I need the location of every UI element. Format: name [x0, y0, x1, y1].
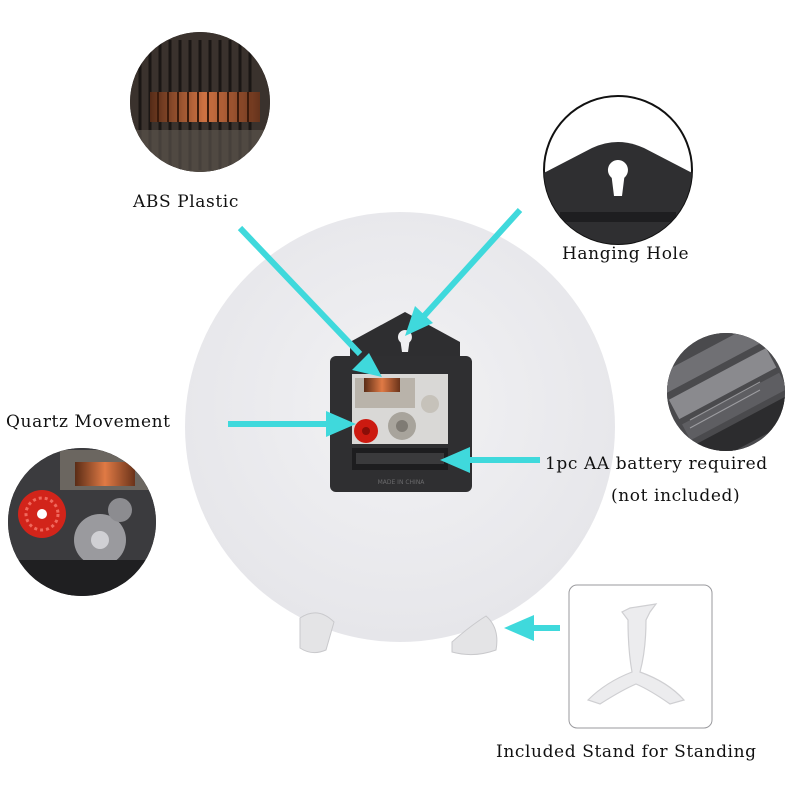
abs-plastic-photo [130, 32, 270, 172]
arrow-abs-plastic [237, 225, 382, 377]
movement-stamp: MADE IN CHINA [378, 479, 426, 486]
arrow-stand [504, 615, 560, 641]
abs-plastic-label: ABS Plastic [133, 192, 239, 212]
hanging-hole-icon [397, 330, 412, 352]
arrow-hanging-hole [405, 207, 523, 336]
battery-label: 1pc AA battery required [545, 454, 768, 474]
battery-compartment-photo [667, 333, 785, 451]
hanging-hole-photo [543, 95, 693, 245]
arrow-battery [440, 447, 540, 473]
hanging-hole-label: Hanging Hole [562, 244, 690, 264]
arrow-quartz-movement [228, 411, 356, 437]
clock-movement: MADE IN CHINA [330, 312, 472, 492]
stand-legs [299, 612, 498, 656]
pointer-arrow-icon [228, 207, 560, 641]
stand-photo [568, 584, 713, 729]
battery-note-label: (not included) [611, 486, 741, 506]
stand-label: Included Stand for Standing [496, 742, 757, 762]
quartz-movement-label: Quartz Movement [6, 412, 171, 432]
quartz-movement-photo [8, 448, 156, 596]
